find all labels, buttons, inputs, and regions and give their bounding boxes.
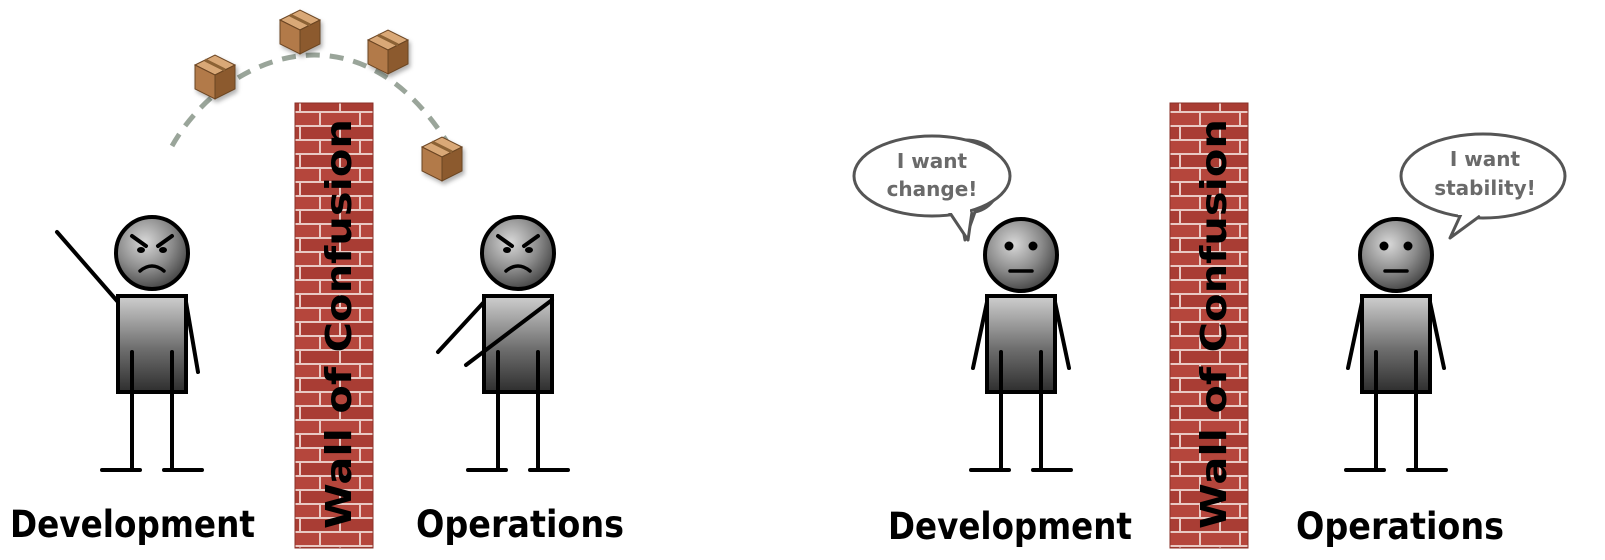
left-arm bbox=[1346, 300, 1364, 370]
cardboard-box-icon bbox=[278, 8, 322, 56]
right-arm bbox=[1428, 300, 1446, 370]
angry-face-icon bbox=[114, 215, 190, 291]
wall-label: Wall of Confusion bbox=[1194, 119, 1235, 529]
operations-label: Operations bbox=[416, 503, 624, 546]
throw-arc bbox=[169, 52, 458, 157]
brick-wall-left: Wall of Confusion bbox=[294, 102, 374, 549]
speech-line-1: I want bbox=[1450, 147, 1521, 171]
cardboard-box-icon bbox=[193, 53, 237, 101]
left-arm bbox=[436, 300, 486, 354]
crossed-arm bbox=[464, 298, 554, 367]
neutral-face-icon bbox=[983, 217, 1059, 293]
operations-figure-angry bbox=[436, 215, 570, 472]
operations-figure-neutral bbox=[1344, 217, 1448, 472]
torso bbox=[1360, 294, 1432, 394]
developer-figure-neutral bbox=[969, 217, 1073, 472]
developer-figure-angry bbox=[55, 215, 204, 472]
angry-face-icon bbox=[480, 215, 556, 291]
speech-bubble-ops: I want stability! bbox=[1399, 132, 1567, 240]
neutral-face-icon bbox=[1358, 217, 1434, 293]
brick-wall-right: Wall of Confusion bbox=[1169, 102, 1249, 549]
torso bbox=[116, 294, 188, 394]
left-arm bbox=[971, 300, 989, 370]
raised-arm bbox=[55, 230, 120, 304]
right-panel: Wall of Confusion I want change! I want … bbox=[852, 102, 1567, 549]
development-label: Development bbox=[10, 503, 255, 546]
speech-line-2: stability! bbox=[1434, 176, 1536, 200]
development-label: Development bbox=[888, 505, 1132, 548]
cardboard-box-icon bbox=[420, 135, 464, 183]
right-arm bbox=[1053, 300, 1071, 370]
speech-bubble-dev: I want change! bbox=[852, 134, 1012, 242]
cardboard-box-icon bbox=[366, 28, 410, 76]
wall-label: Wall of Confusion bbox=[319, 119, 360, 529]
torso bbox=[985, 294, 1057, 394]
left-panel: Wall of Confusion Development bbox=[10, 8, 624, 549]
operations-label: Operations bbox=[1296, 505, 1504, 548]
speech-line-2: change! bbox=[887, 177, 978, 201]
speech-line-1: I want bbox=[897, 149, 968, 173]
